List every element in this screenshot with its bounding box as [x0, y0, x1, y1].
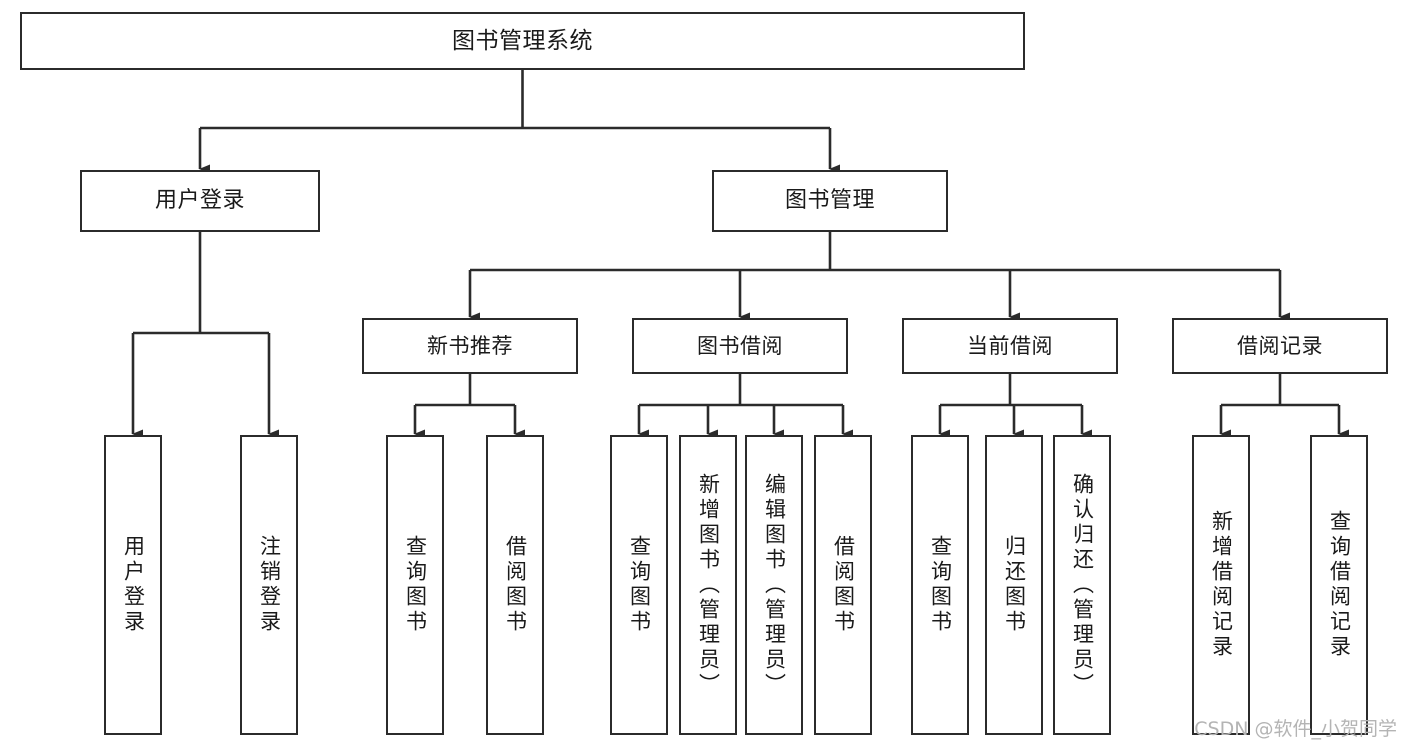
node-label: 新增图书（管理员） — [696, 472, 721, 698]
node-label: 归还图书 — [1002, 535, 1027, 635]
node-label: 图书管理系统 — [452, 27, 593, 54]
node-leaf-confirm-return[interactable]: 确认归还（管理员） — [1053, 435, 1111, 735]
node-leaf-query-book-cb[interactable]: 查询图书 — [911, 435, 969, 735]
node-book-borrow[interactable]: 图书借阅 — [632, 318, 848, 374]
node-leaf-query-record[interactable]: 查询借阅记录 — [1310, 435, 1368, 735]
node-label: 查询借阅记录 — [1327, 510, 1352, 660]
node-leaf-add-book[interactable]: 新增图书（管理员） — [679, 435, 737, 735]
node-label: 借阅图书 — [503, 535, 528, 635]
node-leaf-borrow-book-rec[interactable]: 借阅图书 — [486, 435, 544, 735]
node-label: 新书推荐 — [427, 333, 513, 358]
node-leaf-query-book-rec[interactable]: 查询图书 — [386, 435, 444, 735]
watermark-text: CSDN @软件_小贺同学 — [1194, 718, 1397, 740]
node-label: 查询图书 — [627, 535, 652, 635]
node-leaf-user-logout[interactable]: 注销登录 — [240, 435, 298, 735]
node-label: 用户登录 — [121, 535, 146, 635]
node-label: 图书借阅 — [697, 333, 783, 358]
node-label: 编辑图书（管理员） — [762, 472, 787, 698]
node-current-borrow[interactable]: 当前借阅 — [902, 318, 1118, 374]
node-label: 注销登录 — [257, 535, 282, 635]
node-label: 确认归还（管理员） — [1070, 472, 1095, 698]
node-label: 图书管理 — [784, 188, 875, 214]
node-label: 新增借阅记录 — [1209, 510, 1234, 660]
node-label: 用户登录 — [154, 188, 245, 214]
node-leaf-return-book[interactable]: 归还图书 — [985, 435, 1043, 735]
node-label: 当前借阅 — [967, 333, 1053, 358]
node-root-book-management-system[interactable]: 图书管理系统 — [20, 12, 1025, 70]
node-leaf-add-record[interactable]: 新增借阅记录 — [1192, 435, 1250, 735]
node-label: 借阅图书 — [831, 535, 856, 635]
node-label: 查询图书 — [928, 535, 953, 635]
node-leaf-borrow-book-br[interactable]: 借阅图书 — [814, 435, 872, 735]
node-leaf-user-login[interactable]: 用户登录 — [104, 435, 162, 735]
node-leaf-query-book-br[interactable]: 查询图书 — [610, 435, 668, 735]
node-label: 借阅记录 — [1237, 333, 1323, 358]
node-leaf-edit-book[interactable]: 编辑图书（管理员） — [745, 435, 803, 735]
node-label: 查询图书 — [403, 535, 428, 635]
node-new-book-rec[interactable]: 新书推荐 — [362, 318, 578, 374]
node-borrow-record[interactable]: 借阅记录 — [1172, 318, 1388, 374]
node-book-manage[interactable]: 图书管理 — [712, 170, 948, 232]
node-user-login[interactable]: 用户登录 — [80, 170, 320, 232]
